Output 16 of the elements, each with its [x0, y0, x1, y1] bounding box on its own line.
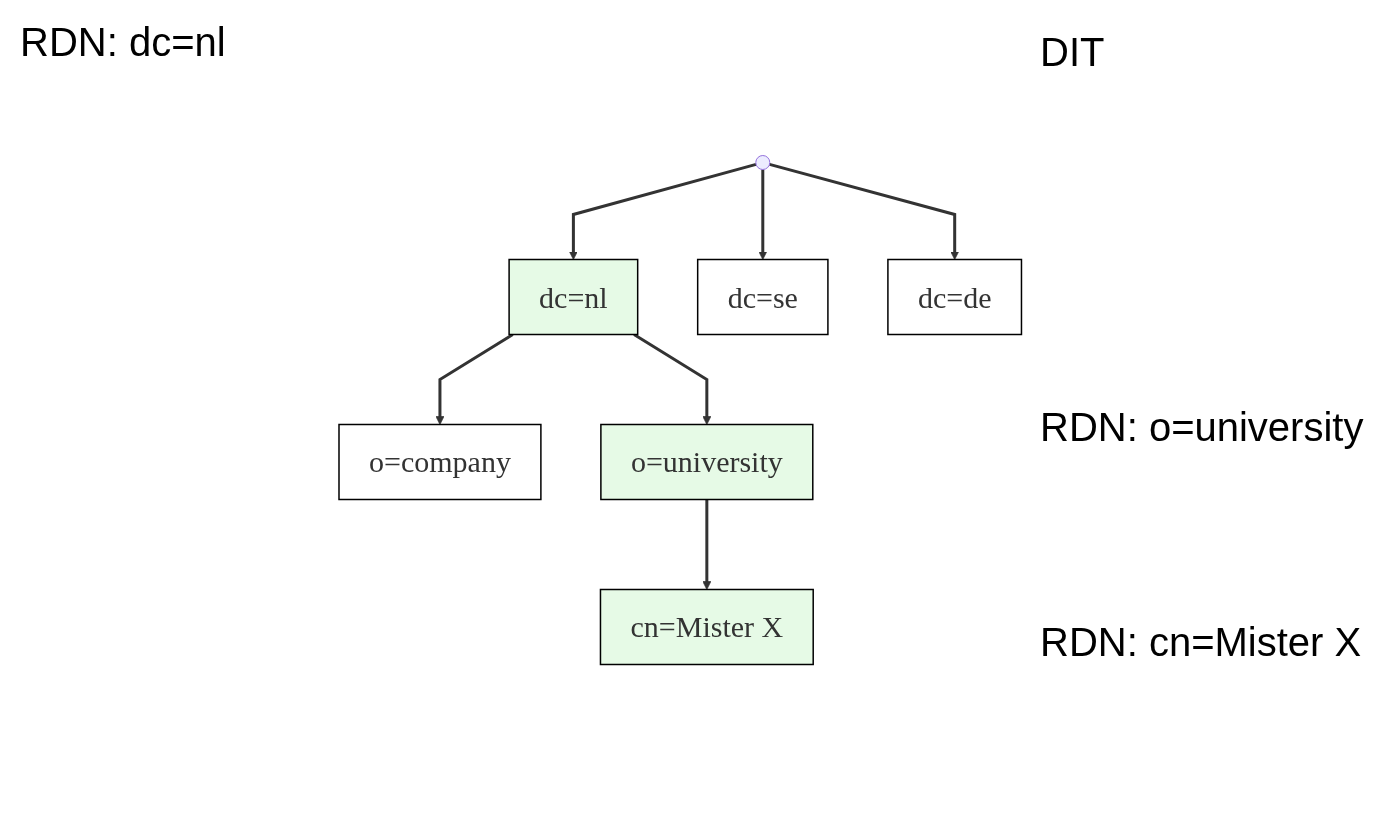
annotation-text: RDN: o=university	[1040, 405, 1364, 450]
arrow	[768, 162, 959, 260]
node-box: o=university	[599, 423, 814, 501]
annotation-text: RDN: dc=nl	[20, 20, 226, 65]
node-box: o=company	[338, 423, 542, 501]
arrow	[758, 169, 767, 260]
annotation-text: RDN: cn=Mister X	[1040, 620, 1362, 665]
node-box: cn=Mister X	[599, 588, 814, 666]
arrow	[435, 333, 514, 425]
node-box: dc=se	[696, 258, 829, 336]
arrow	[633, 333, 711, 425]
arrow	[702, 499, 711, 590]
annotation-text: DIT	[1040, 30, 1105, 75]
arrow	[568, 162, 757, 260]
node-box: dc=de	[886, 258, 1022, 336]
node-box: dc=nl	[508, 258, 639, 336]
